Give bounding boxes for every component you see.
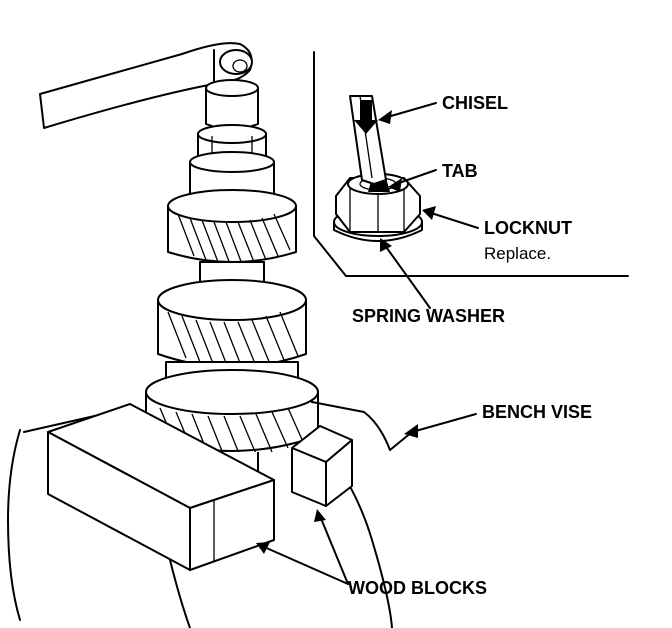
label-chisel: CHISEL xyxy=(442,93,508,113)
label-spring-washer: SPRING WASHER xyxy=(352,306,505,326)
wood-blocks xyxy=(47,403,353,571)
label-bench-vise: BENCH VISE xyxy=(482,402,592,422)
leader-lines xyxy=(256,102,479,585)
wrench-handle xyxy=(39,42,253,129)
upper-gear xyxy=(167,189,297,265)
label-locknut-note: Replace. xyxy=(484,244,551,263)
mainshaft-assembly xyxy=(145,79,319,479)
inset-frame xyxy=(313,51,629,277)
label-tab: TAB xyxy=(442,161,478,181)
inset-locknut-detail xyxy=(333,95,423,242)
middle-gear xyxy=(157,279,307,369)
diagram-labels: CHISEL TAB LOCKNUT Replace. SPRING WASHE… xyxy=(348,93,592,598)
bench-vise xyxy=(7,401,413,628)
label-locknut: LOCKNUT xyxy=(484,218,572,238)
label-wood-blocks: WOOD BLOCKS xyxy=(348,578,487,598)
inset-chisel xyxy=(349,95,387,185)
